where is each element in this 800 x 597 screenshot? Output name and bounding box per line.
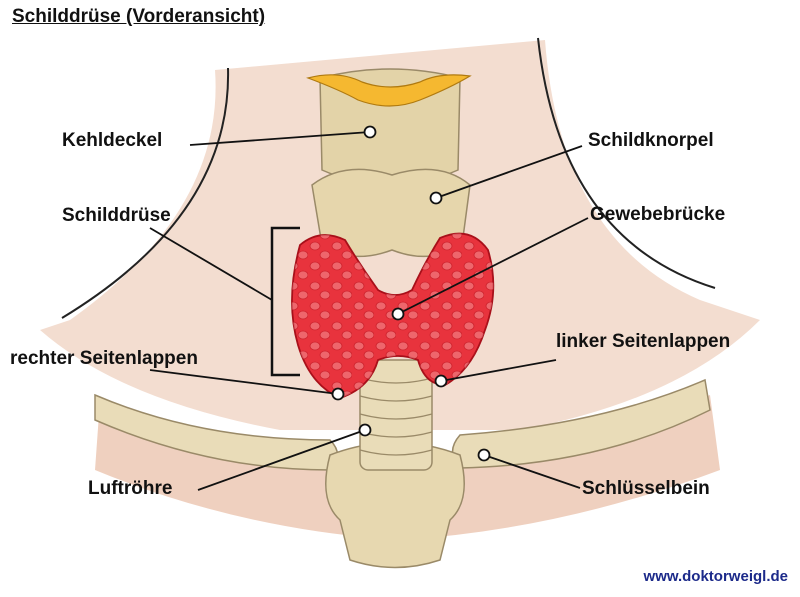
label-luftroehre: Luftröhre	[88, 478, 173, 499]
leader-gewebebruecke	[397, 217, 589, 315]
dot-gewebebruecke	[391, 307, 405, 321]
leader-rechter	[149, 369, 339, 395]
marker-dots	[331, 125, 491, 462]
label-schildknorpel: Schildknorpel	[588, 130, 714, 151]
leader-lines	[149, 131, 589, 491]
leader-kehldeckel	[189, 131, 371, 146]
dot-rechter	[331, 387, 345, 401]
label-schilddruese: Schilddrüse	[62, 205, 171, 226]
label-rechter-seitenlappen: rechter Seitenlappen	[10, 348, 198, 369]
neck-outline-left	[537, 37, 716, 289]
leader-schilddruese	[149, 227, 273, 301]
trachea	[359, 359, 433, 471]
leader-luftroehre	[197, 429, 366, 491]
label-kehldeckel: Kehldeckel	[62, 130, 163, 151]
credit-link[interactable]: www.doktorweigl.de	[643, 568, 788, 585]
neck-outline-right	[61, 67, 230, 319]
epiglottis-shape	[306, 74, 472, 107]
leader-schildknorpel	[435, 145, 583, 199]
page-title: Schilddrüse (Vorderansicht)	[12, 6, 266, 27]
label-gewebebruecke: Gewebebrücke	[590, 204, 726, 225]
dot-luftroehre	[358, 423, 372, 437]
dot-kehldeckel	[363, 125, 377, 139]
dot-linker	[434, 374, 448, 388]
label-schluesselbein: Schlüsselbein	[582, 478, 710, 499]
thyroid-bracket	[270, 226, 300, 377]
dot-schildknorpel	[429, 191, 443, 205]
dot-schluesselbein	[477, 448, 491, 462]
label-linker-seitenlappen: linker Seitenlappen	[556, 331, 731, 352]
leader-schluesselbein	[483, 454, 581, 489]
leader-linker	[440, 359, 557, 382]
